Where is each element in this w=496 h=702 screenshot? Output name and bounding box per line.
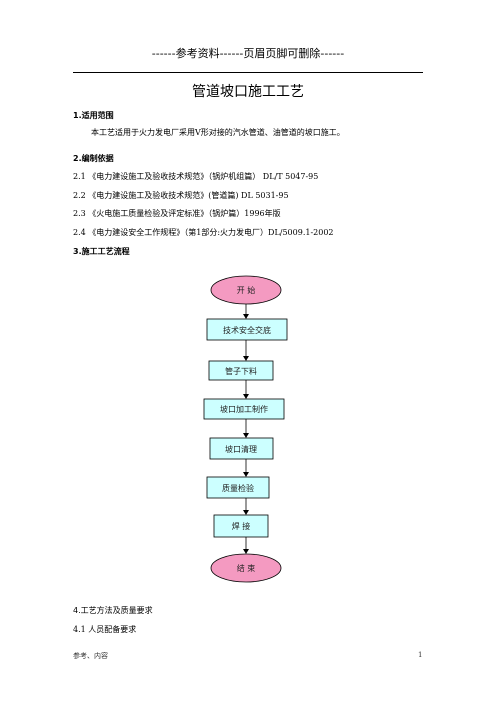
document-title: 管道坡口施工工艺 <box>192 84 304 100</box>
reference-item: 2.3 《火电施工质量检验及评定标准》（锅炉篇）1996年版 <box>73 209 281 218</box>
flow-step: 管子下料 <box>208 360 274 381</box>
flow-step-label: 坡口清理 <box>225 444 257 454</box>
flow-step-label: 技术安全交底 <box>223 325 271 335</box>
reference-item: 2.4 《电力建设安全工作规程》（第1部分:火力发电厂）DL/5009.1-20… <box>73 228 334 237</box>
reference-item: 2.1 《电力建设施工及验收技术规范》（锅炉机组篇） DL/T 5047-95 <box>73 172 319 181</box>
flow-start-node: 开 始 <box>210 275 282 305</box>
footer-left-text: 参考、内容 <box>73 652 108 660</box>
page-number: 1 <box>418 651 423 659</box>
flow-step-label: 坡口加工制作 <box>220 404 268 414</box>
flow-step-label: 焊 接 <box>232 521 251 531</box>
flow-step: 坡口清理 <box>209 437 274 460</box>
flow-end-label: 结 束 <box>237 563 256 573</box>
section-1-heading: 1.适用范围 <box>73 111 114 120</box>
section-3-heading: 3.施工工艺流程 <box>73 247 130 256</box>
flow-step: 技术安全交底 <box>206 318 288 341</box>
reference-item: 2.2 《电力建设施工及验收技术规范》(管道篇) DL 5031-95 <box>73 191 289 200</box>
section-1-body: 本工艺适用于火力发电厂采用Ⅴ形对接的汽水管道、油管道的坡口施工。 <box>91 128 345 137</box>
section-4-1-heading: 4.1 人员配备要求 <box>73 625 137 634</box>
page-header: ------参考资料------页眉页脚可删除------ <box>151 47 345 60</box>
header-rule <box>73 72 423 73</box>
flow-step: 坡口加工制作 <box>203 398 285 420</box>
flow-step: 焊 接 <box>213 514 269 538</box>
section-4-heading: 4.工艺方法及质量要求 <box>73 606 153 615</box>
flow-step: 质量检验 <box>206 476 270 499</box>
flow-end-node: 结 束 <box>210 553 282 583</box>
flow-step-label: 管子下料 <box>225 366 257 376</box>
flow-step-label: 质量检验 <box>222 483 254 493</box>
flow-start-label: 开 始 <box>237 285 256 295</box>
section-2-heading: 2.编制依据 <box>73 154 114 163</box>
flow-arrowheads <box>243 314 249 554</box>
